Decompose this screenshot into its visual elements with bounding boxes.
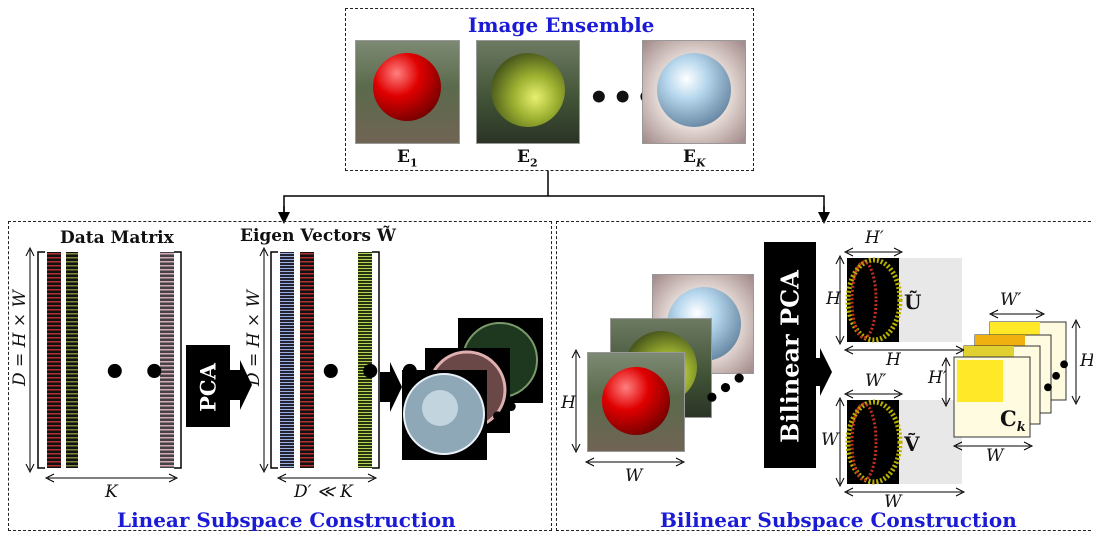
linear-subspace-box — [8, 221, 552, 531]
image-ensemble-title: Image Ensemble — [468, 13, 655, 37]
u-hprime-label: H′ — [865, 228, 884, 248]
green-sphere — [491, 53, 565, 127]
u-h-side-label: H — [826, 289, 841, 309]
c-hprime-label: H′ — [928, 368, 947, 388]
u-h-bottom-label: H — [886, 350, 901, 370]
red-sphere-front — [602, 367, 670, 435]
c-wprime-label: W′ — [1000, 290, 1022, 310]
v-wprime-label: W′ — [865, 371, 887, 391]
red-sphere — [373, 53, 441, 121]
svg-text:•••: ••• — [697, 362, 755, 415]
c-h-label: H — [1080, 351, 1093, 371]
c-matrix-label: Ck — [1000, 406, 1026, 436]
bilinear-pca-label: Bilinear PCA — [775, 270, 805, 443]
label-e2: E2 — [517, 147, 538, 170]
blue-sphere — [657, 53, 731, 127]
v-w-side-label: W — [821, 430, 839, 450]
ensemble-image-k — [642, 40, 746, 144]
v-matrix-label: Ṽ — [904, 432, 920, 456]
ensemble-image-1 — [355, 40, 460, 144]
bilinear-w-label: W — [625, 466, 643, 486]
c-w-label: W — [986, 446, 1004, 466]
dprime-label: D′ ≪ K — [294, 482, 353, 502]
bilinear-h-label: H — [561, 393, 576, 413]
bilinear-image-front — [587, 352, 685, 452]
u-matrix-label: Ũ — [904, 290, 922, 314]
k-label: K — [105, 482, 118, 502]
label-ek: EK — [683, 147, 706, 170]
label-e1: E1 — [397, 147, 418, 170]
data-matrix-title: Data Matrix — [60, 228, 174, 248]
eigen-vectors-title: Eigen Vectors W̃ — [240, 226, 396, 246]
v-w-bottom-label: W — [884, 492, 902, 512]
linear-subspace-title: Linear Subspace Construction — [117, 508, 456, 532]
image-ensemble-box — [345, 8, 754, 171]
bilinear-subspace-title: Bilinear Subspace Construction — [660, 508, 1017, 532]
bilinear-subspace-box — [556, 221, 1093, 531]
ensemble-image-2 — [476, 40, 580, 144]
